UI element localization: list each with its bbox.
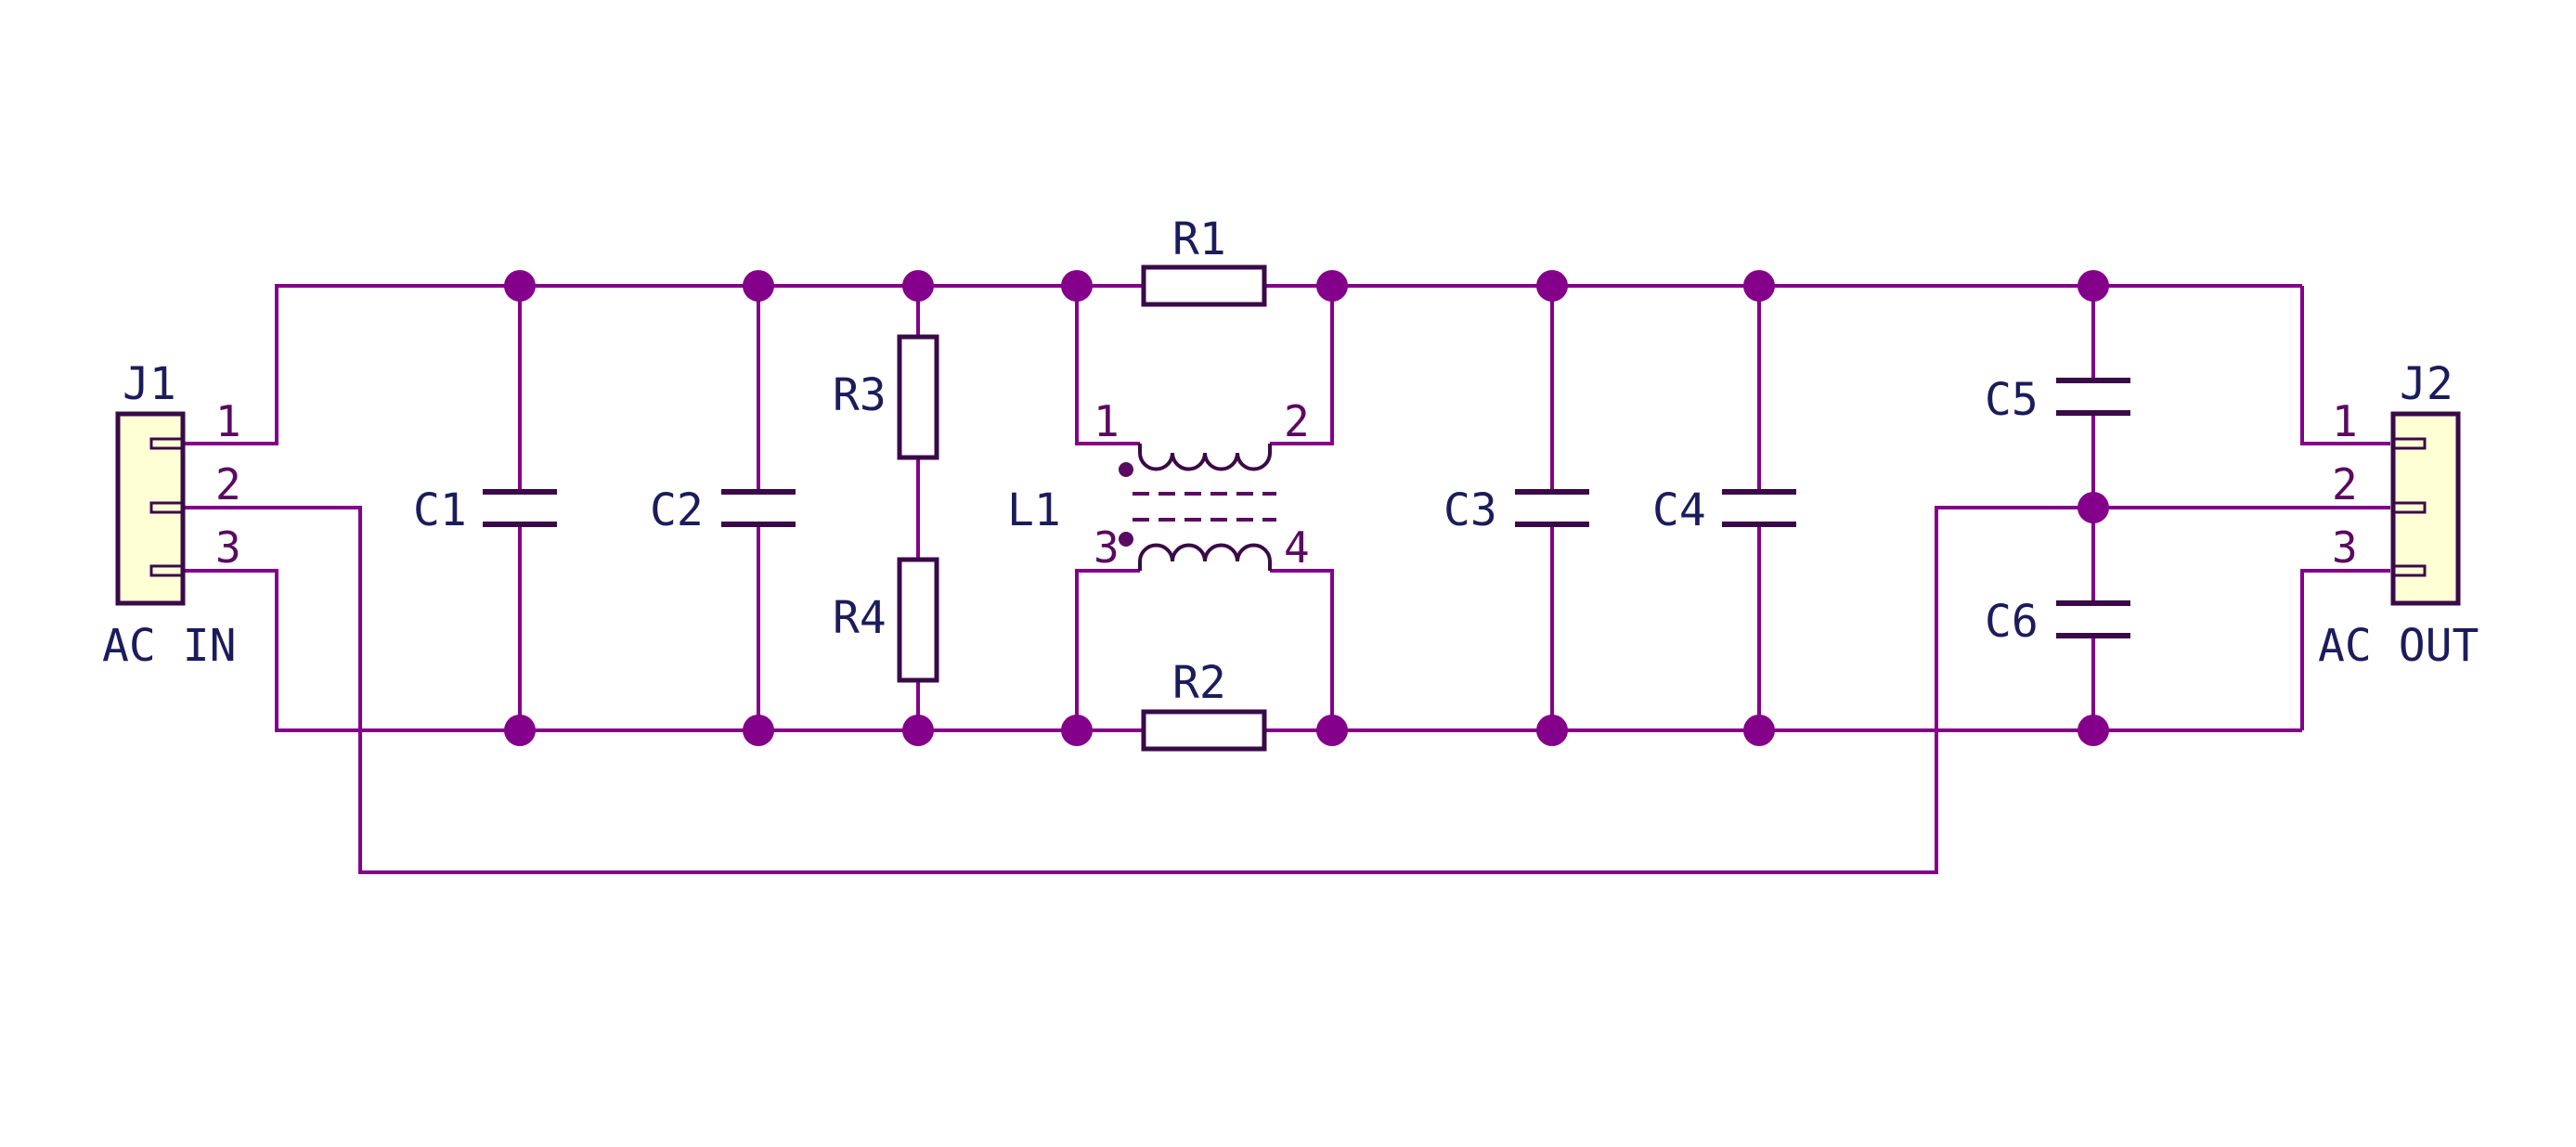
- resistor-r4: [897, 557, 939, 683]
- inductor-l1-polarity-dot-bottom: [1119, 532, 1133, 547]
- connector-j2-value: AC OUT: [2318, 620, 2479, 672]
- inductor-l1-pin-3-label: 3: [1094, 522, 1120, 573]
- wire-bottom-left: [184, 569, 1077, 732]
- capacitor-c4-label: C4: [1652, 484, 1706, 536]
- capacitor-c1: [483, 489, 557, 527]
- resistors: [897, 264, 1267, 752]
- junction-dot: [1316, 270, 1348, 302]
- resistor-r1-label: R1: [1172, 213, 1226, 265]
- wire-l1-pin3: [1075, 569, 1140, 730]
- capacitor-c4: [1722, 489, 1796, 527]
- junction-dot: [1536, 270, 1568, 302]
- connector-j1-pin-3-label: 3: [215, 522, 241, 573]
- inductor-l1-polarity-dot-top: [1119, 462, 1133, 477]
- connector-j1-pin-2: [149, 501, 185, 514]
- capacitor-c1-label: C1: [413, 484, 467, 536]
- wire-l1-pin1: [1075, 286, 1140, 445]
- junction-dot: [1536, 715, 1568, 746]
- wire-l1-pin2: [1270, 286, 1334, 445]
- wire-top-j2: [2300, 286, 2390, 445]
- connector-j1-pin-2-label: 2: [215, 459, 241, 509]
- resistor-r2: [1141, 709, 1267, 752]
- connector-j1-ref: J1: [123, 358, 176, 410]
- connector-j1-pin-1-label: 1: [215, 396, 241, 446]
- inductor-l1-pin-1-label: 1: [1094, 396, 1120, 446]
- junction-dot: [2078, 492, 2109, 523]
- junction-dot: [743, 715, 774, 746]
- inductor-l1-winding-top: [1138, 452, 1272, 471]
- capacitor-labels: C1 C2 C3 C4 C5 C6: [413, 374, 2039, 648]
- connector-j2: J2 AC OUT 1 2 3: [2318, 358, 2479, 672]
- resistor-r4-label: R4: [833, 592, 887, 644]
- capacitor-c6-label: C6: [1985, 596, 2039, 648]
- wire-earth: [184, 506, 2390, 874]
- resistor-r3: [897, 334, 939, 460]
- connector-j1-value: AC IN: [102, 620, 237, 672]
- connector-j1-pin-1: [149, 437, 185, 450]
- junction-dot: [504, 715, 536, 746]
- junction-dot: [743, 270, 774, 302]
- capacitor-c6: [2056, 600, 2130, 638]
- connector-j2-ref: J2: [2400, 358, 2453, 410]
- capacitor-c2-label: C2: [650, 484, 704, 536]
- junction-dot: [1743, 270, 1775, 302]
- junction-dot: [1743, 715, 1775, 746]
- junction-dot: [902, 270, 934, 302]
- resistor-r2-label: R2: [1172, 657, 1226, 709]
- capacitor-c3: [1515, 489, 1589, 527]
- inductor-l1-winding-bottom: [1138, 543, 1272, 562]
- junction-dot: [1061, 715, 1093, 746]
- connector-j1-pin-3: [149, 564, 185, 577]
- junction-dot: [1316, 715, 1348, 746]
- connector-j2-pin-3-label: 3: [2332, 522, 2358, 573]
- connector-j2-pin-3: [2391, 564, 2427, 577]
- inductor-l1-label: L1: [1007, 484, 1061, 536]
- connector-j2-pin-2-label: 2: [2332, 459, 2358, 509]
- capacitor-c3-label: C3: [1443, 484, 1497, 536]
- capacitor-c2: [721, 489, 796, 527]
- resistor-r3-label: R3: [833, 369, 887, 421]
- junction-dot: [902, 715, 934, 746]
- junction-dot: [1061, 270, 1093, 302]
- wires: [184, 284, 2390, 874]
- connector-j2-pin-1-label: 1: [2332, 396, 2358, 446]
- junction-dot: [2078, 270, 2109, 302]
- connector-j2-pin-2: [2391, 501, 2427, 514]
- connector-j1: J1 AC IN 1 2 3: [102, 358, 241, 672]
- wire-l1-pin4: [1270, 569, 1334, 730]
- junction-dot: [504, 270, 536, 302]
- wire-bottom-j2: [2300, 569, 2390, 730]
- resistor-labels: R1 R2 R3 R4: [833, 213, 1226, 709]
- resistor-r1: [1141, 264, 1267, 307]
- wire-top-left: [184, 284, 1077, 445]
- capacitor-c5: [2056, 378, 2130, 416]
- junctions: [504, 270, 2109, 746]
- capacitor-c5-label: C5: [1985, 374, 2039, 426]
- connector-j2-pin-1: [2391, 437, 2427, 450]
- capacitors: [483, 378, 2130, 638]
- inductor-l1: L1 1 2 3 4: [1007, 396, 1310, 573]
- inductor-l1-pin-4-label: 4: [1284, 522, 1310, 573]
- inductor-l1-pin-2-label: 2: [1284, 396, 1310, 446]
- junction-dot: [2078, 715, 2109, 746]
